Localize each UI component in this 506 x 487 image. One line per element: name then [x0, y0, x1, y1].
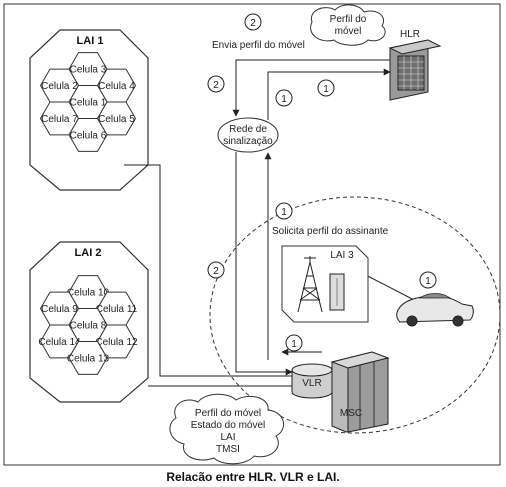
svg-text:1: 1: [281, 207, 287, 218]
step-1-request-profile: 1: [275, 202, 293, 220]
lai1-cell-label-6: Celula 5: [98, 114, 135, 125]
lai1-cell-label-4: Celula 1: [70, 98, 107, 109]
lai1-cell-label-2: Celula 2: [41, 81, 78, 92]
step-2-hlr-to-network: 2: [207, 75, 225, 93]
lai1-cell-label-3: Celula 4: [98, 81, 135, 92]
signaling-network: Rede de sinalização: [217, 117, 279, 153]
hlr-cloud-line1: Perfil do: [330, 14, 367, 25]
lai2-cell-label-5: Celula 14: [38, 337, 81, 348]
request-to-hlr-arrow: [267, 68, 391, 120]
lai3-title: LAI 3: [330, 250, 354, 261]
msc-label: MSC: [340, 408, 362, 419]
request-profile-label: Solicita perfil do assinante: [272, 226, 389, 237]
step-1-network-to-hlr-a: 1: [275, 89, 293, 107]
lai2-cell-hex-7: [68, 341, 108, 375]
vlr-data-cloud: Perfil do móvel Estado do móvel LAI TMSI: [169, 393, 284, 465]
lai2-cell-label-1: Celula 10: [67, 288, 110, 299]
lai1-to-vlr-link: [124, 164, 292, 377]
lai1-cell-label-7: Celula 6: [70, 130, 107, 141]
network-line1: Rede de: [229, 124, 267, 135]
svg-text:1: 1: [323, 84, 329, 95]
lai2-cell-label-6: Celula 12: [95, 337, 138, 348]
step-1-network-to-hlr-b: 1: [317, 79, 335, 97]
lai3-coverage-area: [209, 196, 501, 434]
vlr-cloud-line1: Perfil do móvel: [195, 408, 261, 419]
lai2-title: LAI 2: [75, 247, 102, 259]
mobile-to-tower-arrow: [359, 271, 419, 303]
lai1-title: LAI 1: [77, 35, 104, 47]
send-profile-label: Envia perfil do móvel: [212, 40, 305, 51]
lai3-cell-site: LAI 3: [281, 245, 369, 323]
lai2-boundary: [29, 241, 149, 403]
lai2-area: LAI 2 Celula 10 Celula 9 Celula 11 Celula 8…: [29, 241, 149, 403]
hlr-cloud-line2: móvel: [335, 26, 362, 37]
lai1-cell-label-1: Celula 3: [70, 65, 107, 76]
svg-text:1: 1: [425, 276, 431, 287]
lai1-area: LAI 1 Celula 3 Celula 2 Celula 4 Celula 1 Ce…: [29, 29, 149, 191]
antenna-tower-icon: [297, 256, 323, 313]
step-2-send-profile: 2: [244, 13, 262, 31]
svg-text:1: 1: [281, 94, 287, 105]
svg-text:1: 1: [291, 339, 297, 350]
vlr-cloud-line4: TMSI: [216, 444, 240, 455]
hlr-label: HLR: [400, 29, 420, 40]
figure-caption: Relacão entre HLR. VLR e LAI.: [166, 470, 339, 484]
vlr-cloud-line2: Estado do móvel: [191, 420, 266, 431]
hlr-profile-cloud: Perfil do móvel: [310, 4, 386, 46]
mobile-car-icon: [396, 293, 474, 327]
svg-text:2: 2: [213, 266, 219, 277]
send-profile-arrow: [232, 59, 390, 117]
lai2-cell-label-7: Celula 13: [67, 353, 110, 364]
vlr-cloud-line3: LAI: [220, 432, 235, 443]
lai1-cell-label-5: Celula 7: [41, 114, 78, 125]
svg-text:2: 2: [250, 18, 256, 29]
network-line2: sinalização: [223, 136, 273, 147]
vlr-label: VLR: [302, 378, 321, 389]
lai1-cell-hex-7: [68, 118, 108, 152]
lai2-cell-label-3: Celula 11: [96, 304, 138, 315]
hlr-node: HLR: [388, 29, 442, 101]
step-2-network-to-vlr: 2: [207, 261, 225, 279]
lai2-cell-label-2: Celula 9: [41, 304, 78, 315]
lai1-boundary: [29, 29, 149, 191]
step-1-msc-to-vlr: 1: [285, 334, 303, 352]
vlr-node: VLR: [291, 363, 333, 399]
lai2-cell-label-4: Celula 8: [70, 321, 107, 332]
step-1-mobile-to-tower: 1: [419, 271, 437, 289]
msc-node: MSC: [330, 351, 390, 433]
svg-text:2: 2: [213, 80, 219, 91]
network-to-vlr-arrow: [235, 152, 293, 376]
